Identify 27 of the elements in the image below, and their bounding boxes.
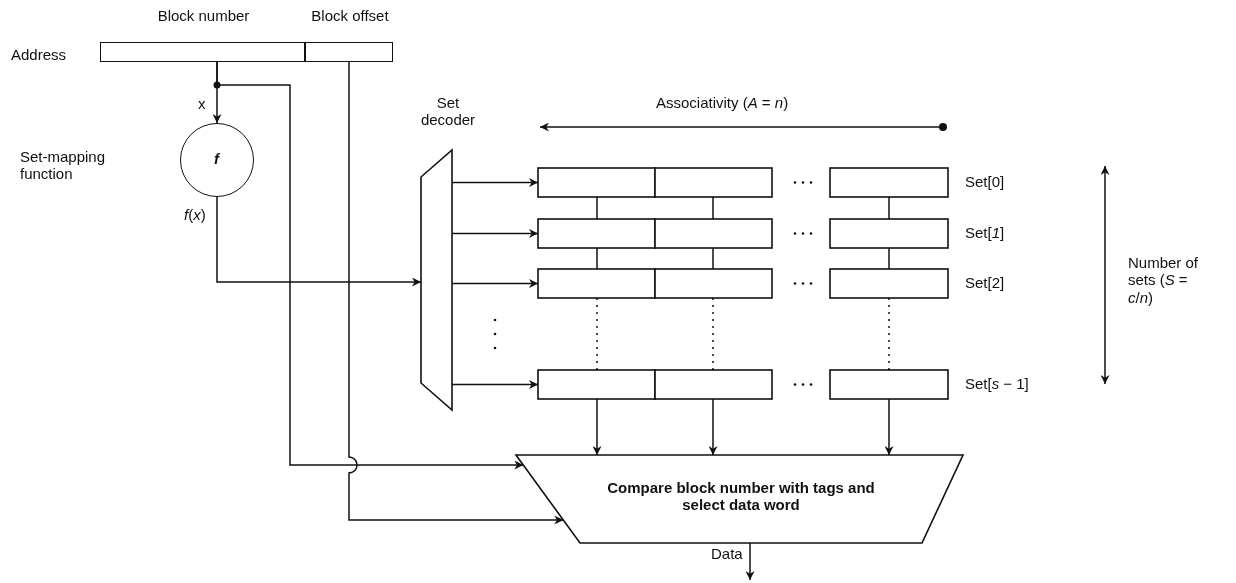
set-label: Set[2] xyxy=(965,274,1005,292)
function-symbol: f xyxy=(213,150,221,168)
arrow xyxy=(348,61,564,525)
set-label: Set[0] xyxy=(965,173,1005,191)
arrow xyxy=(708,398,718,456)
arrow xyxy=(216,196,422,287)
comparator-trapezoid xyxy=(516,455,963,543)
connector-line xyxy=(888,247,890,270)
arrow xyxy=(884,398,894,456)
set-label: Set[1] xyxy=(965,224,1005,242)
connector-line xyxy=(596,247,598,270)
decoder-label: Set decoder xyxy=(419,94,477,129)
dimension-label: Associativity (A = n) xyxy=(656,94,789,112)
connector-line xyxy=(888,196,890,220)
set-label: Set[s − 1] xyxy=(965,375,1029,393)
arrow xyxy=(745,542,755,581)
arrow xyxy=(216,61,524,470)
connector-line xyxy=(712,196,714,220)
field-heading: Block number xyxy=(156,7,251,25)
arrow xyxy=(592,398,602,456)
function-label: Set-mapping function xyxy=(20,148,107,183)
comparator-label: Compare block number with tags and select data word xyxy=(606,479,876,514)
connector-line xyxy=(596,196,598,220)
connector-line xyxy=(712,247,714,270)
dimension-label: Number of sets (S = c/n) xyxy=(1128,254,1200,306)
field-heading: Block offset xyxy=(310,7,390,25)
register-label: Address xyxy=(11,46,67,64)
